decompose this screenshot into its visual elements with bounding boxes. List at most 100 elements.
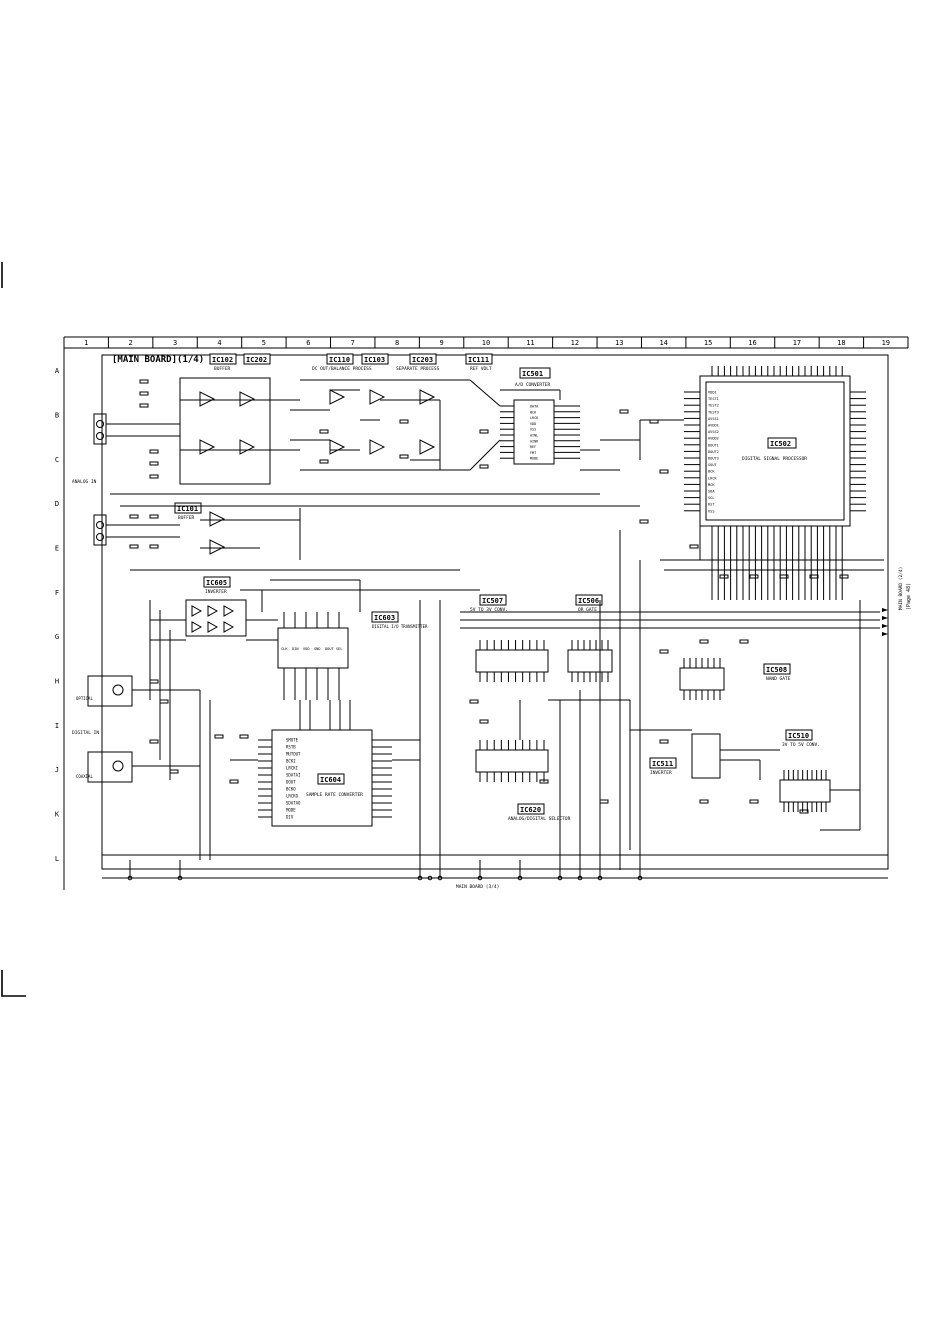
row-label: G [55,633,59,641]
ic605-label: IC605 [206,579,227,587]
ic507-function: 5V TO 3V CONV. [470,607,508,613]
ic603-block: IC603 DIGITAL I/O TRANSMITTER [277,611,428,669]
column-label: 8 [395,339,399,347]
ic604-pin-label: MODE [286,808,296,813]
ic202-block: IC202 [243,353,271,365]
ic203-function: SEPARATE PROCESS [396,366,440,372]
row-label: C [55,456,59,464]
ref-page-48: (Page 48) [906,583,912,610]
ic603-label: IC603 [374,614,395,622]
ic110-function: DC OUT/BALANCE PROCESS [312,366,372,372]
ic506-label: IC506 [578,597,599,605]
ic203-block: IC203 SEPARATE PROCESS [396,353,440,372]
ic511-block: IC511 INVERTER [649,733,721,779]
crop-mark [1,970,26,997]
ic604-pin-label: LRCKI [286,766,299,771]
ic605-block: IC605 INVERTER [185,576,247,637]
column-label: 12 [571,339,579,347]
row-label: L [55,855,59,863]
row-label: D [55,500,59,508]
row-label: F [55,589,59,597]
ic604-pin-label: BCKI [286,759,296,764]
ic103-label: IC103 [364,356,385,364]
row-label: H [55,678,59,686]
ic502-pin-label: AVSS2 [708,430,719,434]
ic510-block: IC510 3V TO 5V CONV. [779,729,831,803]
column-label: 1 [84,339,88,347]
ic502-pin-label: MCK [708,483,715,487]
ic502-function: DIGITAL SIGNAL PROCESSOR [742,456,807,462]
ic501-pin-label: LRCK [530,416,539,420]
column-label: 7 [351,339,355,347]
ic508-function: NAND GATE [766,676,791,682]
ic101-label: IC101 [177,505,198,513]
ic604-block: IC604 SAMPLE RATE CONVERTER [271,729,373,827]
column-label: 16 [748,339,756,347]
ic502-pin-label: BCK [708,470,715,474]
ref-main-board-3: MAIN BOARD (3/4) [456,884,499,890]
ic110-label: IC110 [329,356,350,364]
ic102-block: IC102 BUFFER [179,353,271,485]
column-label: 19 [882,339,890,347]
row-label: K [55,811,60,819]
ic603-pin-label: CLK [281,647,288,651]
row-label: I [55,722,59,730]
ic603-pin-label: DOUT [325,647,334,651]
column-label: 15 [704,339,712,347]
ic605-function: INVERTER [205,589,227,595]
ic502-pin-label: DOUT3 [708,457,719,461]
ic604-function: SAMPLE RATE CONVERTER [306,792,363,798]
ic502-pin-label: AVDD1 [708,424,719,428]
ic604-pin-label: BCKO [286,787,296,792]
ic604-pin-label: SDATAO [286,801,301,806]
ic508-block: IC508 NAND GATE [679,663,791,691]
column-label: 4 [217,339,221,347]
ic502-pin-label: VSS [708,509,715,513]
column-label: 18 [837,339,845,347]
ic501-pin-label: AINR [530,439,539,443]
ic101-function: BUFFER [178,515,195,521]
ic604-pin-label: SMUTE [286,738,299,743]
digital-input-jacks: DIGITAL IN OPTICAL COAXIAL [72,675,133,783]
ic510-function: 3V TO 5V CONV. [782,742,820,748]
board-outline [101,354,889,870]
ic102-function: BUFFER [214,366,231,372]
page-title: [MAIN BOARD](1/4) [112,355,204,365]
ic620-label: IC620 [520,806,541,814]
ic501-pin-label: VDD [530,422,536,426]
column-label: 2 [129,339,133,347]
ic603-pin-label: DIN [292,647,299,651]
row-label: J [55,766,59,774]
analog-input-jacks: ANALOG IN [72,413,107,546]
ic501-pin-label: DATA [530,405,538,409]
ic202-label: IC202 [246,356,267,364]
ic111-label: IC111 [468,356,489,364]
column-label: 3 [173,339,177,347]
ic111-block: IC111 REF VOLT [465,353,493,372]
ic102-label: IC102 [212,356,233,364]
ic510-label: IC510 [788,732,809,740]
ic502-chip: IC502 DIGITAL SIGNAL PROCESSOR [699,375,851,527]
ic110-block: IC110 DC OUT/BALANCE PROCESS [312,353,372,372]
column-label: 14 [659,339,667,347]
column-label: 5 [262,339,266,347]
row-label: B [55,412,59,420]
optical-label: OPTICAL [76,696,93,701]
ic603-function: DIGITAL I/O TRANSMITTER [372,624,428,629]
ic501-pin-label: BCK [530,410,537,414]
ic502-pin-label: DOUT1 [708,443,719,447]
ic111-function: REF VOLT [470,366,492,372]
digital-in-label: DIGITAL IN [72,730,99,736]
row-label: E [55,545,59,553]
ic501-pin-label: AINL [530,434,538,438]
ic501-function: A/D CONVERTER [515,382,551,388]
ic502-pin-label: SDA [708,490,715,494]
ic203-label: IC203 [412,356,433,364]
ic502-pin-label: AVSS1 [708,417,719,421]
ic604-pin-label: DIV [286,815,294,820]
column-label: 13 [615,339,623,347]
column-label: 6 [306,339,310,347]
ic604-pin-label: SDATAI [286,773,301,778]
column-label: 9 [439,339,443,347]
